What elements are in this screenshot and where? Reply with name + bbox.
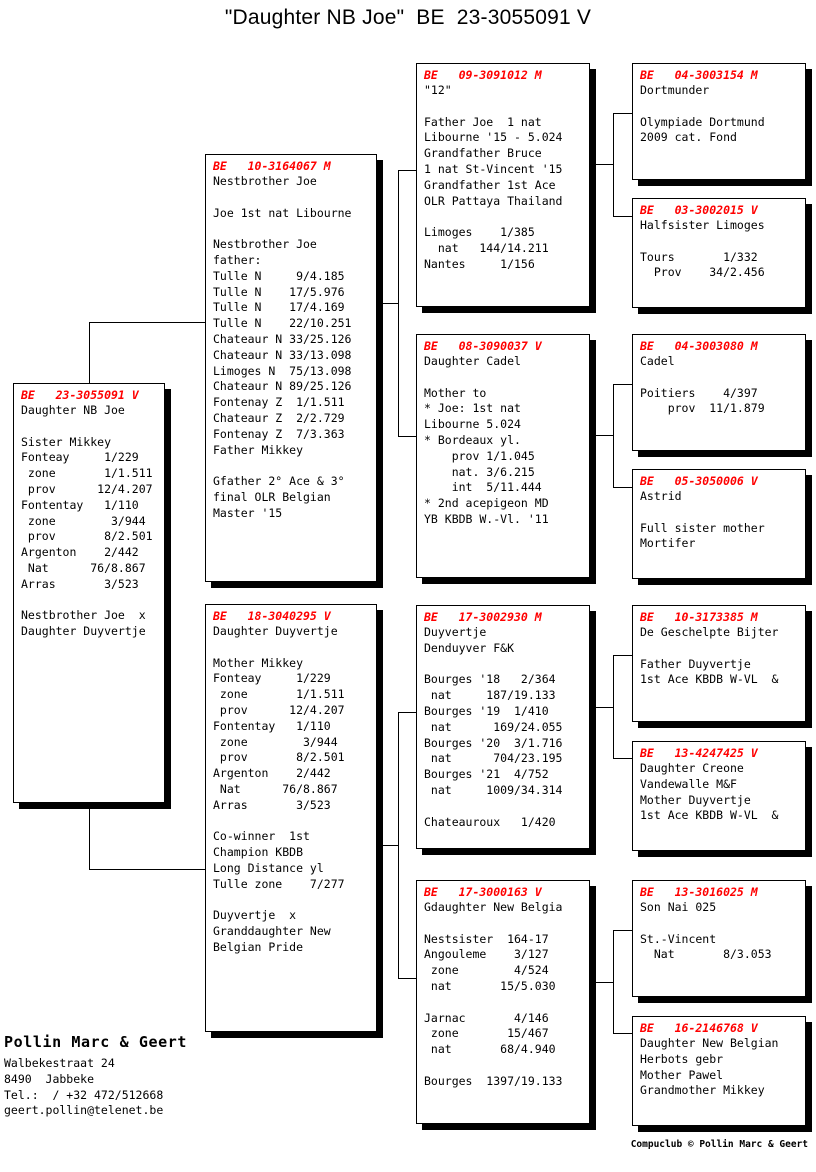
connector-fm-stub [596,435,613,436]
pigeon-name-mother-mother-father: Son Nai 025 [640,900,717,914]
connector-ff-stub [596,164,613,165]
breeder-name: Pollin Marc & Geert [4,1033,187,1051]
connector-father-to-ff [398,170,417,171]
pigeon-details-mother-father-father: Father Duyvertje 1st Ace KBDB W-VL & [640,656,779,687]
pedigree-box-subject[interactable]: BE 23-3055091 V Daughter NB Joe Sister M… [13,383,165,803]
connector-fm-to-fmm [613,487,632,488]
ring-number-subject: BE 23-3055091 V [21,388,139,402]
ring-number-father-father-mother: BE 03-3002015 V [640,203,758,217]
breeder-block: Pollin Marc & Geert Walbekestraat 24 849… [4,1033,384,1119]
pigeon-name-father-mother-father: Cadel [640,354,675,368]
connector-mf-to-mfm [613,758,632,759]
pedigree-box-father-father-mother[interactable]: BE 03-3002015 V Halfsister Limoges Tours… [632,198,806,308]
pigeon-name-mother: Daughter Duyvertje [213,624,338,638]
connector-ff-to-fff [613,113,632,114]
pigeon-name-mother-father: Duyvertje Denduyver F&K [424,625,515,655]
ring-number-father-father-father: BE 04-3003154 M [640,68,758,82]
pedigree-box-mother-father-father[interactable]: BE 10-3173385 M De Geschelpte Bijter Fat… [632,605,806,722]
connector-subject-to-father [89,322,205,323]
connector-mother-spine [398,712,399,978]
ring-number-mother-mother-mother: BE 16-2146768 V [640,1021,758,1035]
pigeon-name-mother-father-father: De Geschelpte Bijter [640,625,779,639]
pigeon-details-mother-mother-father: St.-Vincent Nat 8/3.053 [640,931,772,962]
pedigree-box-father-father-father[interactable]: BE 04-3003154 M Dortmunder Olympiade Dor… [632,63,806,180]
ring-number-mother: BE 18-3040295 V [213,609,331,623]
pigeon-name-father-father-father: Dortmunder [640,83,710,97]
pigeon-name-father-father: "12" [424,83,452,97]
connector-fm-to-fmf [613,384,632,385]
pigeon-details-mother-father: Bourges '18 2/364 nat 187/19.133 Bourges… [424,672,563,829]
connector-mf-to-mff [613,655,632,656]
pigeon-details-subject: Sister Mikkey Fonteay 1/229 zone 1/1.511… [21,434,153,639]
ring-number-mother-father-mother: BE 13-4247425 V [640,746,758,760]
pigeon-name-father: Nestbrother Joe [213,174,317,188]
pigeon-details-father-father: Father Joe 1 nat Libourne '15 - 5.024 Gr… [424,114,563,271]
pedigree-box-mother-father[interactable]: BE 17-3002930 M Duyvertje Denduyver F&K … [416,605,590,849]
pedigree-box-mother-mother-father[interactable]: BE 13-3016025 M Son Nai 025 St.-Vincent … [632,880,806,997]
connector-ff-spine [613,113,614,216]
breeder-address: Walbekestraat 24 8490 Jabbeke Tel.: / +3… [4,1056,164,1118]
pigeon-name-mother-father-mother: Daughter Creone Vandewalle M&F [640,761,744,791]
pedigree-box-father-mother-mother[interactable]: BE 05-3050006 V Astrid Full sister mothe… [632,469,806,579]
pigeon-details-father-mother-father: Poitiers 4/397 prov 11/1.879 [640,385,765,416]
connector-father-stub [381,303,398,304]
connector-father-to-fm [398,436,417,437]
pigeon-name-father-father-mother: Halfsister Limoges [640,218,765,232]
pedigree-box-father-mother-father[interactable]: BE 04-3003080 M Cadel Poitiers 4/397 pro… [632,334,806,451]
connector-mf-spine [613,655,614,758]
connector-ff-to-ffm [613,216,632,217]
pedigree-box-mother[interactable]: BE 18-3040295 V Daughter Duyvertje Mothe… [205,604,377,1032]
pedigree-box-father-father[interactable]: BE 09-3091012 M "12" Father Joe 1 nat Li… [416,63,590,307]
connector-mm-stub [596,982,613,983]
connector-fm-spine [613,384,614,487]
pigeon-details-father-father-father: Olympiade Dortmund 2009 cat. Fond [640,114,765,145]
pedigree-box-father[interactable]: BE 10-3164067 M Nestbrother Joe Joe 1st … [205,154,377,582]
pigeon-name-father-mother-mother: Astrid [640,489,682,503]
pedigree-box-mother-mother[interactable]: BE 17-3000163 V Gdaughter New Belgia Nes… [416,880,590,1124]
pigeon-details-father-father-mother: Tours 1/332 Prov 34/2.456 [640,249,765,280]
pedigree-box-father-mother[interactable]: BE 08-3090037 V Daughter Cadel Mother to… [416,334,590,578]
pigeon-details-mother-mother: Nestsister 164-17 Angouleme 3/127 zone 4… [424,931,563,1088]
connector-mother-to-mm [398,978,417,979]
ring-number-father-mother-father: BE 04-3003080 M [640,339,758,353]
pigeon-name-mother-mother-mother: Daughter New Belgian Herbots gebr [640,1036,779,1066]
pedigree-box-mother-father-mother[interactable]: BE 13-4247425 V Daughter Creone Vandewal… [632,741,806,851]
ring-number-father: BE 10-3164067 M [213,159,331,173]
ring-number-father-mother-mother: BE 05-3050006 V [640,474,758,488]
ring-number-mother-mother-father: BE 13-3016025 M [640,885,758,899]
connector-mother-stub [381,845,398,846]
ring-number-father-mother: BE 08-3090037 V [424,339,542,353]
pigeon-name-subject: Daughter NB Joe [21,403,125,417]
pigeon-details-mother-father-mother: Mother Duyvertje 1st Ace KBDB W-VL & [640,792,779,823]
connector-father-spine [398,170,399,436]
pigeon-details-mother: Mother Mikkey Fonteay 1/229 zone 1/1.511… [213,655,345,954]
pigeon-name-father-mother: Daughter Cadel [424,354,521,368]
pigeon-details-father-mother: Mother to * Joe: 1st nat Libourne 5.024 … [424,385,549,526]
connector-mm-spine [613,930,614,1033]
ring-number-father-father: BE 09-3091012 M [424,68,542,82]
connector-mm-to-mmf [613,930,632,931]
pigeon-details-mother-mother-mother: Mother Pawel Grandmother Mikkey [640,1067,765,1098]
ring-number-mother-mother: BE 17-3000163 V [424,885,542,899]
connector-mf-stub [596,707,613,708]
connector-mm-to-mmm [613,1033,632,1034]
pigeon-name-mother-mother: Gdaughter New Belgia [424,900,563,914]
ring-number-mother-father: BE 17-3002930 M [424,610,542,624]
connector-mother-to-mf [398,712,417,713]
page-title: "Daughter NB Joe" BE 23-3055091 V [224,6,592,29]
copyright-notice: Compuclub © Pollin Marc & Geert [630,1139,808,1150]
pedigree-box-mother-mother-mother[interactable]: BE 16-2146768 V Daughter New Belgian Her… [632,1016,806,1126]
pigeon-details-father-mother-mother: Full sister mother Mortifer [640,520,765,551]
ring-number-mother-father-father: BE 10-3173385 M [640,610,758,624]
connector-subject-to-mother [89,869,205,870]
pigeon-details-father: Joe 1st nat Libourne Nestbrother Joe fat… [213,205,352,520]
